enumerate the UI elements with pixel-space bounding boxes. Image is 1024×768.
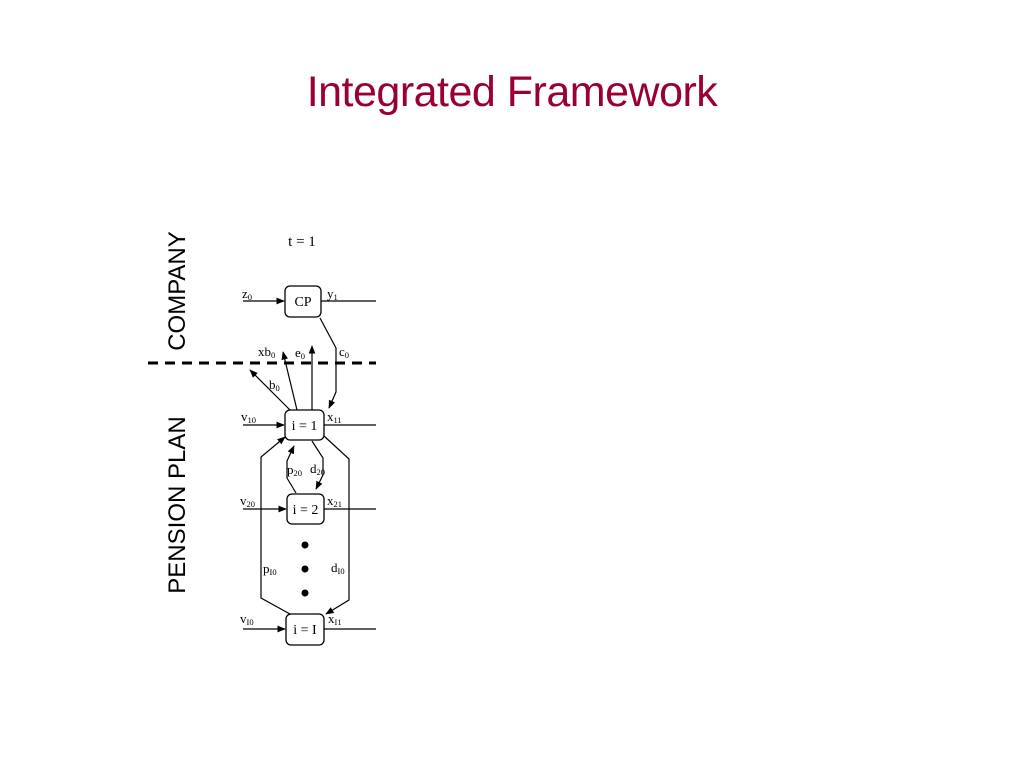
company-node-label: CP — [294, 295, 311, 310]
d20-arrow — [311, 440, 324, 490]
pI0-arrow — [260, 436, 291, 615]
xb0-arrow — [281, 351, 298, 411]
pI0-label: pI0 — [263, 561, 277, 577]
b0-arrow — [249, 369, 291, 411]
e0-label: e0 — [295, 345, 305, 361]
ellipsis-dot — [301, 541, 309, 549]
d20-label: d20 — [310, 461, 325, 477]
v20-label: v20 — [240, 493, 255, 509]
ellipsis-dot — [301, 589, 309, 597]
p20-arrow — [286, 445, 297, 494]
x21-label: x21 — [327, 493, 342, 509]
b0-label: b0 — [269, 377, 280, 393]
z0-label: z0 — [242, 286, 252, 302]
y1-label: y1 — [327, 286, 338, 302]
plan-node-I-label: i = I — [293, 623, 317, 638]
plan-node-1-label: i = 1 — [292, 419, 318, 434]
vI0-label: vI0 — [240, 611, 254, 627]
v10-label: v10 — [241, 409, 256, 425]
dI0-arrow — [323, 435, 350, 615]
slide-title: Integrated Framework — [306, 68, 718, 116]
time-label: t = 1 — [288, 234, 316, 250]
dI0-label: dI0 — [331, 560, 345, 576]
xI1-label: xI1 — [328, 611, 342, 627]
p20-label: p20 — [287, 462, 302, 478]
ellipsis-dot — [301, 565, 309, 573]
plan-node-2-label: i = 2 — [293, 503, 319, 518]
c0-arrow — [319, 317, 337, 409]
xb0-label: xb0 — [258, 344, 275, 360]
c0-label: c0 — [339, 344, 349, 360]
x11-label: x11 — [327, 409, 342, 425]
